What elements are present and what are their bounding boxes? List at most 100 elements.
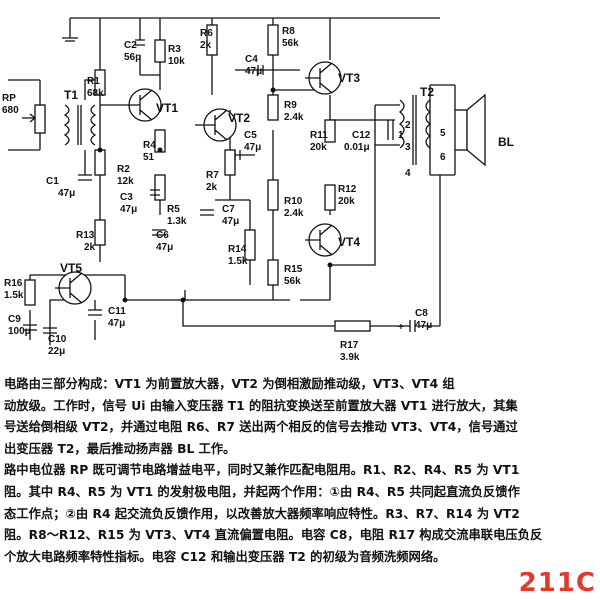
description-line: 阻。其中 R4、R5 为 VT1 的发射极电阻，并起两个作用：①由 R4、R5 … (4, 484, 520, 499)
transistor-vt5 (55, 271, 92, 305)
capacitors (23, 39, 416, 334)
transistor-vt3 (305, 61, 342, 95)
label-c12-val: 0.01μ (344, 142, 370, 153)
transistor-vt1 (100, 88, 162, 122)
wiring (8, 17, 456, 345)
speaker-bl (454, 93, 486, 167)
label-c8: C8 (415, 308, 428, 319)
label-c12: C12 (352, 130, 371, 141)
label-c10-val: 22μ (48, 346, 65, 357)
label-vt3: VT3 (338, 71, 360, 85)
label-c2-val: 56p (124, 52, 141, 63)
resistor-r16 (24, 279, 36, 306)
label-r9-val: 2.4k (284, 112, 304, 123)
label-r3-val: 10k (168, 56, 185, 67)
label-c1: C1 (46, 176, 59, 187)
capacitor-c9 (23, 324, 37, 331)
resistor-r5 (154, 174, 166, 201)
label-r14: R14 (228, 244, 247, 255)
description-line: 电路由三部分构成：VT1 为前置放大器，VT2 为倒相激励推动级，VT3、VT4… (4, 377, 455, 391)
description-line: 出变压器 T2，最后推动扬声器 BL 工作。 (4, 441, 236, 456)
resistor-r10 (267, 179, 279, 211)
resistor-r3 (154, 39, 166, 63)
label-c3-val: 47μ (120, 204, 137, 215)
label-c11: C11 (108, 306, 126, 317)
label-r2-val: 12k (117, 176, 134, 187)
label-r6-val: 2k (200, 40, 212, 51)
component-labels: RP 680 T1 R1 68k C2 56p R3 10k VT1 R4 51… (2, 26, 514, 363)
label-c7-val: 47μ (222, 216, 239, 227)
label-c1-val: 47μ (58, 188, 75, 199)
label-r13: R13 (76, 230, 95, 241)
label-r7-val: 2k (206, 182, 218, 193)
transistor-vt4 (305, 223, 342, 257)
capacitor-c5 (234, 150, 241, 160)
junctions (62, 37, 333, 303)
capacitor-c6 (152, 229, 166, 236)
capacitor-c4 (257, 65, 264, 75)
label-rp-val: 680 (2, 105, 19, 116)
label-c4-val: 47μ (245, 66, 262, 77)
label-r11-val: 20k (310, 142, 327, 153)
capacitor-c7 (200, 209, 214, 216)
label-r16-val: 1.5k (4, 290, 24, 301)
label-c9: C9 (8, 314, 21, 325)
label-r10: R10 (284, 196, 303, 207)
description-line: 阻。R8～R12、R15 为 VT3、VT4 直流偏置电阻。电容 C8，电阻 R… (4, 528, 543, 543)
label-vt4: VT4 (338, 235, 360, 249)
label-r10-val: 2.4k (284, 208, 304, 219)
label-c2: C2 (124, 40, 137, 51)
label-r17: R17 (340, 340, 359, 351)
description-line: 态工作点；②由 R4 起交流负反馈作用，以改善放大器频率响应特性。R3、R7、R… (4, 506, 520, 521)
label-r1: R1 (87, 76, 100, 87)
label-r7: R7 (206, 170, 219, 181)
description-line: 路中电位器 RP 既可调节电路增益电平，同时又兼作匹配电阻用。R1、R2、R4、… (4, 463, 520, 478)
label-t1: T1 (64, 88, 78, 102)
capacitor-c11 (88, 309, 102, 316)
label-r5-val: 1.3k (167, 216, 187, 227)
label-rp: RP (2, 93, 16, 104)
transformer-t2 (398, 95, 432, 165)
label-r2: R2 (117, 164, 130, 175)
label-pin1: 1 (398, 130, 404, 141)
resistor-r11 (324, 119, 336, 143)
label-c6: C6 (156, 230, 169, 241)
capacitor-c1 (78, 174, 92, 181)
label-c5-val: 47μ (244, 142, 261, 153)
label-c7: C7 (222, 204, 235, 215)
label-r3: R3 (168, 44, 181, 55)
label-t2: T2 (420, 85, 434, 99)
label-vt5: VT5 (60, 261, 82, 275)
resistor-r14 (244, 229, 256, 261)
resistor-r7 (224, 149, 236, 176)
label-r13-val: 2k (84, 242, 96, 253)
label-r6: R6 (200, 28, 213, 39)
resistor-r13 (94, 219, 106, 246)
label-r1-val: 68k (87, 88, 104, 99)
label-r15-val: 56k (284, 276, 301, 287)
label-r8: R8 (282, 26, 295, 37)
watermark-logo: 211C (518, 568, 596, 598)
label-r16: R16 (4, 278, 23, 289)
capacitor-c10 (43, 327, 57, 334)
label-plus-c8: + (398, 322, 404, 333)
capacitor-c12 (387, 120, 394, 140)
label-pin6: 6 (440, 152, 446, 163)
label-r17-val: 3.9k (340, 352, 360, 363)
label-pin5: 5 (440, 128, 446, 139)
label-c9-val: 100μ (8, 326, 31, 337)
transformer-t1 (63, 104, 97, 146)
label-c5: C5 (244, 130, 257, 141)
potentiometer-rp (34, 104, 46, 134)
resistor-r2 (94, 149, 106, 176)
resistor-r12 (324, 184, 336, 211)
label-r4-val: 51 (143, 152, 155, 163)
label-pin4: 4 (405, 168, 411, 179)
resistor-r6 (206, 24, 218, 56)
label-r15: R15 (284, 264, 303, 275)
label-pin3: 3 (405, 142, 411, 153)
capacitor-c3 (150, 189, 160, 196)
transistors (55, 61, 342, 305)
capacitor-c8 (409, 320, 416, 332)
description-line: 动放级。工作时，信号 Ui 由输入变压器 T1 的阻抗变换送至前置放大器 VT1… (4, 398, 518, 413)
